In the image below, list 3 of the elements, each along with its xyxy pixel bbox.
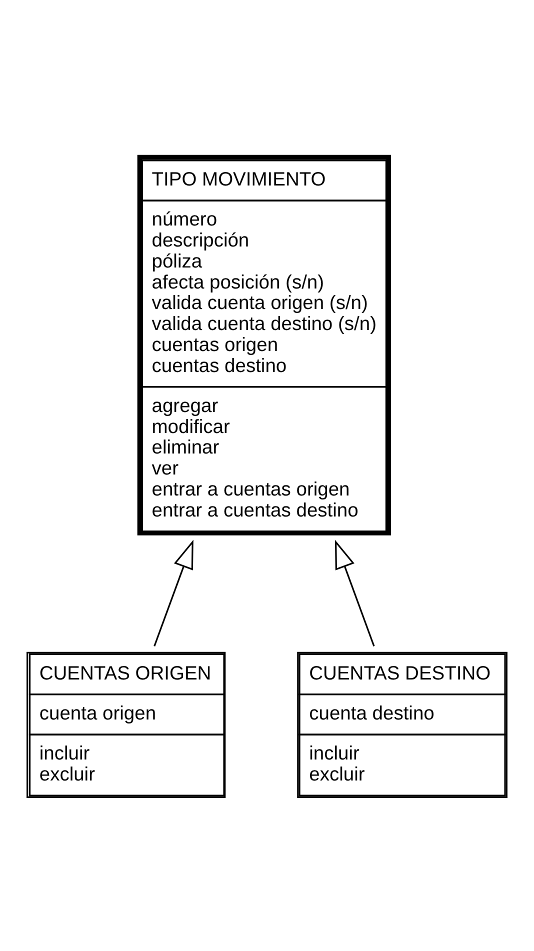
node-box: TIPO MOVIMIENTO número descripción póliza afecta posición (s/n) valida cuenta origen (s/n) valida cuenta destino (s/n) cuentas origen cuentas destino agregar modificar eliminar ver entrar a cuentas origen entrar a cuentas destino [137, 154, 392, 535]
arrow [154, 539, 194, 646]
arrow [334, 539, 375, 646]
